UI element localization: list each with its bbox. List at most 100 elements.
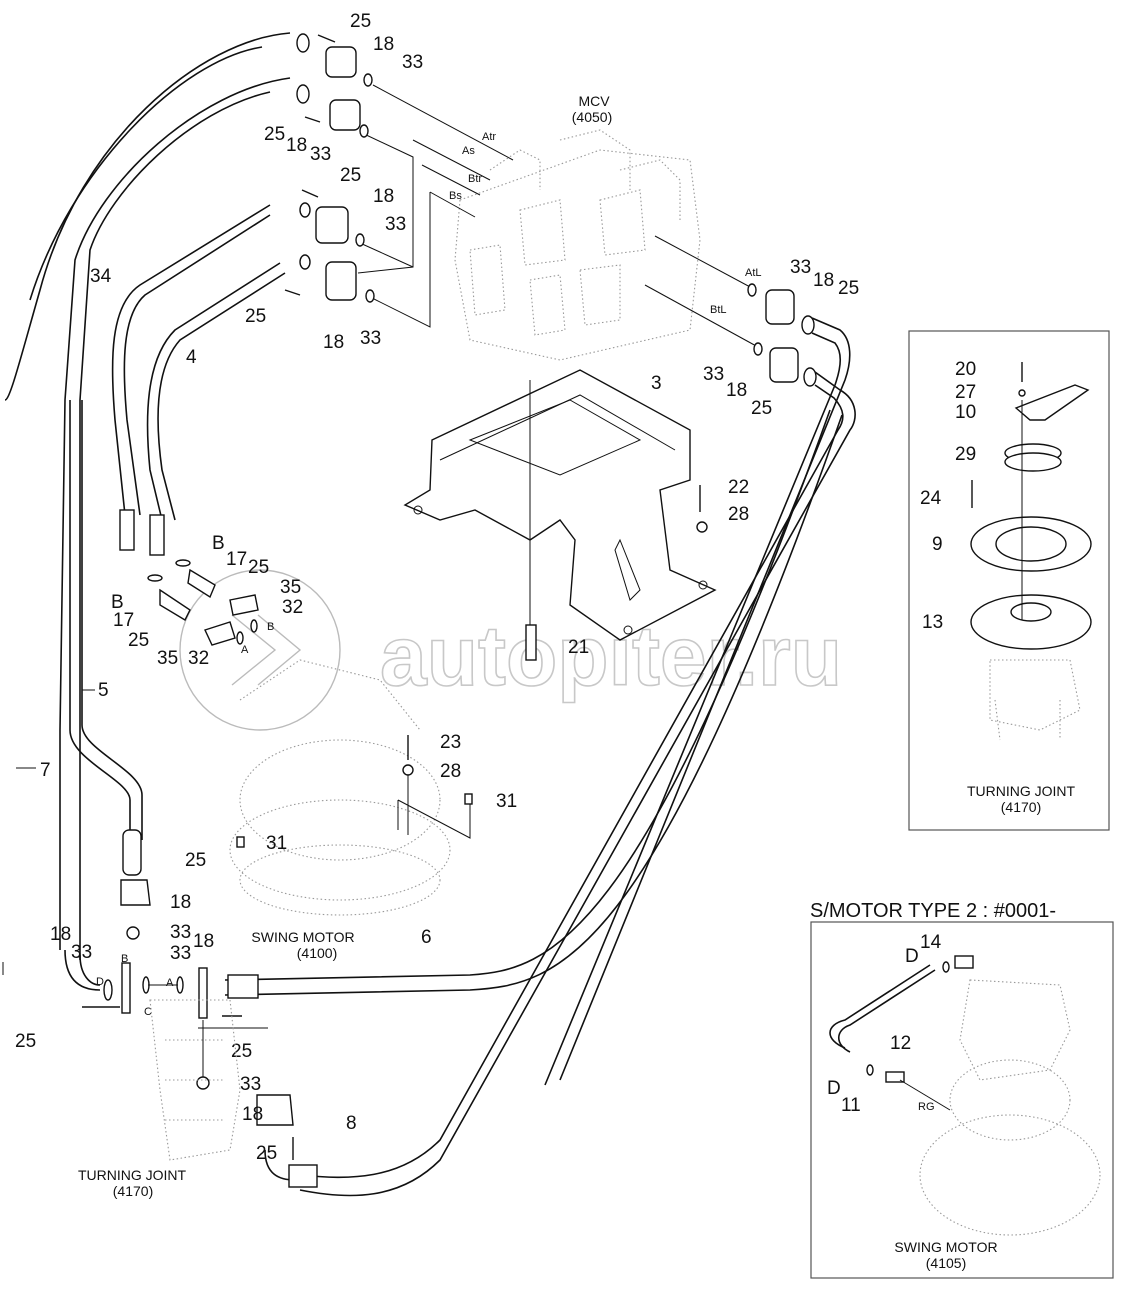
bolt-icon — [284, 289, 301, 296]
mcv-label: MCV — [578, 93, 610, 109]
callout-20: 20 — [955, 359, 976, 380]
o-ring-icon — [753, 342, 763, 356]
callout-b: B — [212, 533, 225, 554]
callout-18: 18 — [373, 186, 394, 207]
callout-11: 11 — [841, 1095, 861, 1116]
clamp-band-icon — [1004, 452, 1062, 472]
callout-18: 18 — [813, 270, 834, 291]
port-atr-label: Atr — [482, 131, 496, 143]
split-flange-icon — [120, 879, 151, 906]
bolt-washer-stack-icon — [525, 624, 537, 661]
split-flange-icon — [325, 261, 357, 301]
callout-25: 25 — [350, 11, 371, 32]
o-ring-icon — [747, 283, 757, 297]
inset-frame — [810, 921, 1114, 1279]
callout-25: 25 — [256, 1143, 277, 1164]
callout-8: 8 — [346, 1113, 357, 1134]
split-flange-icon — [329, 99, 361, 131]
bracket-3 — [403, 369, 717, 641]
callout-23: 23 — [440, 732, 461, 753]
seal-ring-icon — [1010, 602, 1052, 622]
swing-motor-label: SWING MOTOR — [251, 929, 354, 945]
hose-fitting-icon — [801, 315, 815, 335]
callout-10: 10 — [955, 402, 976, 423]
o-ring-icon — [355, 233, 365, 247]
clamp-half-icon — [204, 621, 236, 646]
callout-d: D — [905, 946, 919, 967]
callout-25: 25 — [128, 630, 149, 651]
callout-33: 33 — [170, 922, 191, 943]
callout-33: 33 — [790, 257, 811, 278]
callout-7: 7 — [40, 760, 51, 781]
o-ring-icon — [103, 979, 113, 1001]
callout-31: 31 — [266, 833, 287, 854]
callout-34: 34 — [90, 266, 112, 287]
mcv-port-labels: Atr As Btr Bs AtL BtL — [449, 131, 762, 316]
callout-25: 25 — [264, 124, 285, 145]
inset-swing-motor-code: (4105) — [926, 1255, 966, 1271]
washer-icon — [1018, 389, 1026, 397]
callout-22: 22 — [728, 477, 749, 498]
watermark-logo-arrow — [231, 614, 302, 686]
elbow-fitting-icon — [187, 568, 216, 599]
inset-turning-joint-code: (4170) — [1001, 799, 1041, 815]
adapter-fitting-icon — [885, 1071, 905, 1083]
flange-plate-icon — [121, 962, 131, 1014]
watermark-logo-circle — [179, 569, 341, 731]
turning-joint-code: (4170) — [113, 1183, 153, 1199]
inset-frame — [908, 330, 1110, 831]
inset-swing-motor-label: SWING MOTOR — [894, 1239, 997, 1255]
o-ring-icon — [126, 926, 140, 940]
callout-25: 25 — [248, 557, 269, 578]
callouts-elbows: B 17 25 35 32 B B 17 25 35 32 A — [111, 533, 303, 669]
callout-32: 32 — [282, 597, 303, 618]
port-b-label: B — [267, 621, 274, 633]
callouts-swing-motor: 23 28 31 31 — [236, 732, 517, 854]
o-ring-icon — [250, 619, 258, 633]
split-flange-icon — [256, 1094, 294, 1126]
hose-end-fitting-4 — [149, 514, 165, 556]
callouts-top-left: 25 18 33 25 18 33 25 18 33 25 18 33 34 4 — [90, 11, 423, 368]
callout-25: 25 — [231, 1041, 252, 1062]
port-bs-label: Bs — [449, 190, 462, 202]
port-b-label: B — [121, 953, 128, 965]
callout-33: 33 — [170, 943, 191, 964]
flange-set-top — [284, 34, 375, 303]
bolt-icon — [304, 116, 321, 123]
washer-icon — [696, 521, 708, 533]
inset-swing-motor-type2: S/MOTOR TYPE 2 : #0001- 14 D 12 D 11 RG … — [810, 900, 1114, 1279]
lock-plate-icon — [1014, 384, 1090, 421]
inset-title: S/MOTOR TYPE 2 : #0001- — [810, 900, 1056, 922]
callouts-lower: 25 18 33 18 33 33 18 6 25 25 33 18 25 8 — [15, 850, 432, 1164]
callout-33: 33 — [71, 942, 92, 963]
callout-18: 18 — [193, 931, 214, 952]
callout-18: 18 — [726, 380, 747, 401]
callout-33: 33 — [703, 364, 724, 385]
o-ring-icon — [866, 1064, 874, 1076]
hose-end-fitting-icon — [288, 1164, 318, 1188]
callout-35: 35 — [280, 577, 301, 598]
bolt-icon — [317, 34, 336, 43]
split-flange-icon — [315, 206, 349, 244]
callout-33: 33 — [360, 328, 381, 349]
port-leaders — [357, 84, 759, 348]
swing-motor-4100: SWING MOTOR (4100) — [229, 659, 451, 961]
port-c-label: C — [144, 1006, 152, 1018]
callout-18: 18 — [373, 34, 394, 55]
callout-27: 27 — [955, 382, 976, 403]
o-ring-icon — [196, 1076, 210, 1090]
inset-turning-joint-label: TURNING JOINT — [967, 783, 1076, 799]
port-rg-label: RG — [918, 1101, 935, 1113]
lower-port-labels: B A C D — [96, 953, 174, 1018]
hose-fitting-4 — [299, 254, 311, 270]
port-atl-label: AtL — [745, 267, 762, 279]
hose-fitting-3 — [299, 202, 311, 218]
callout-25: 25 — [185, 850, 206, 871]
split-flange-icon — [765, 289, 795, 325]
callout-6: 6 — [421, 927, 432, 948]
clamp-half-icon — [229, 594, 259, 616]
callout-18: 18 — [242, 1104, 263, 1125]
callout-32: 32 — [188, 648, 209, 669]
hose-end-fitting-34 — [119, 509, 135, 551]
callouts-left: 5 7 — [16, 680, 109, 781]
